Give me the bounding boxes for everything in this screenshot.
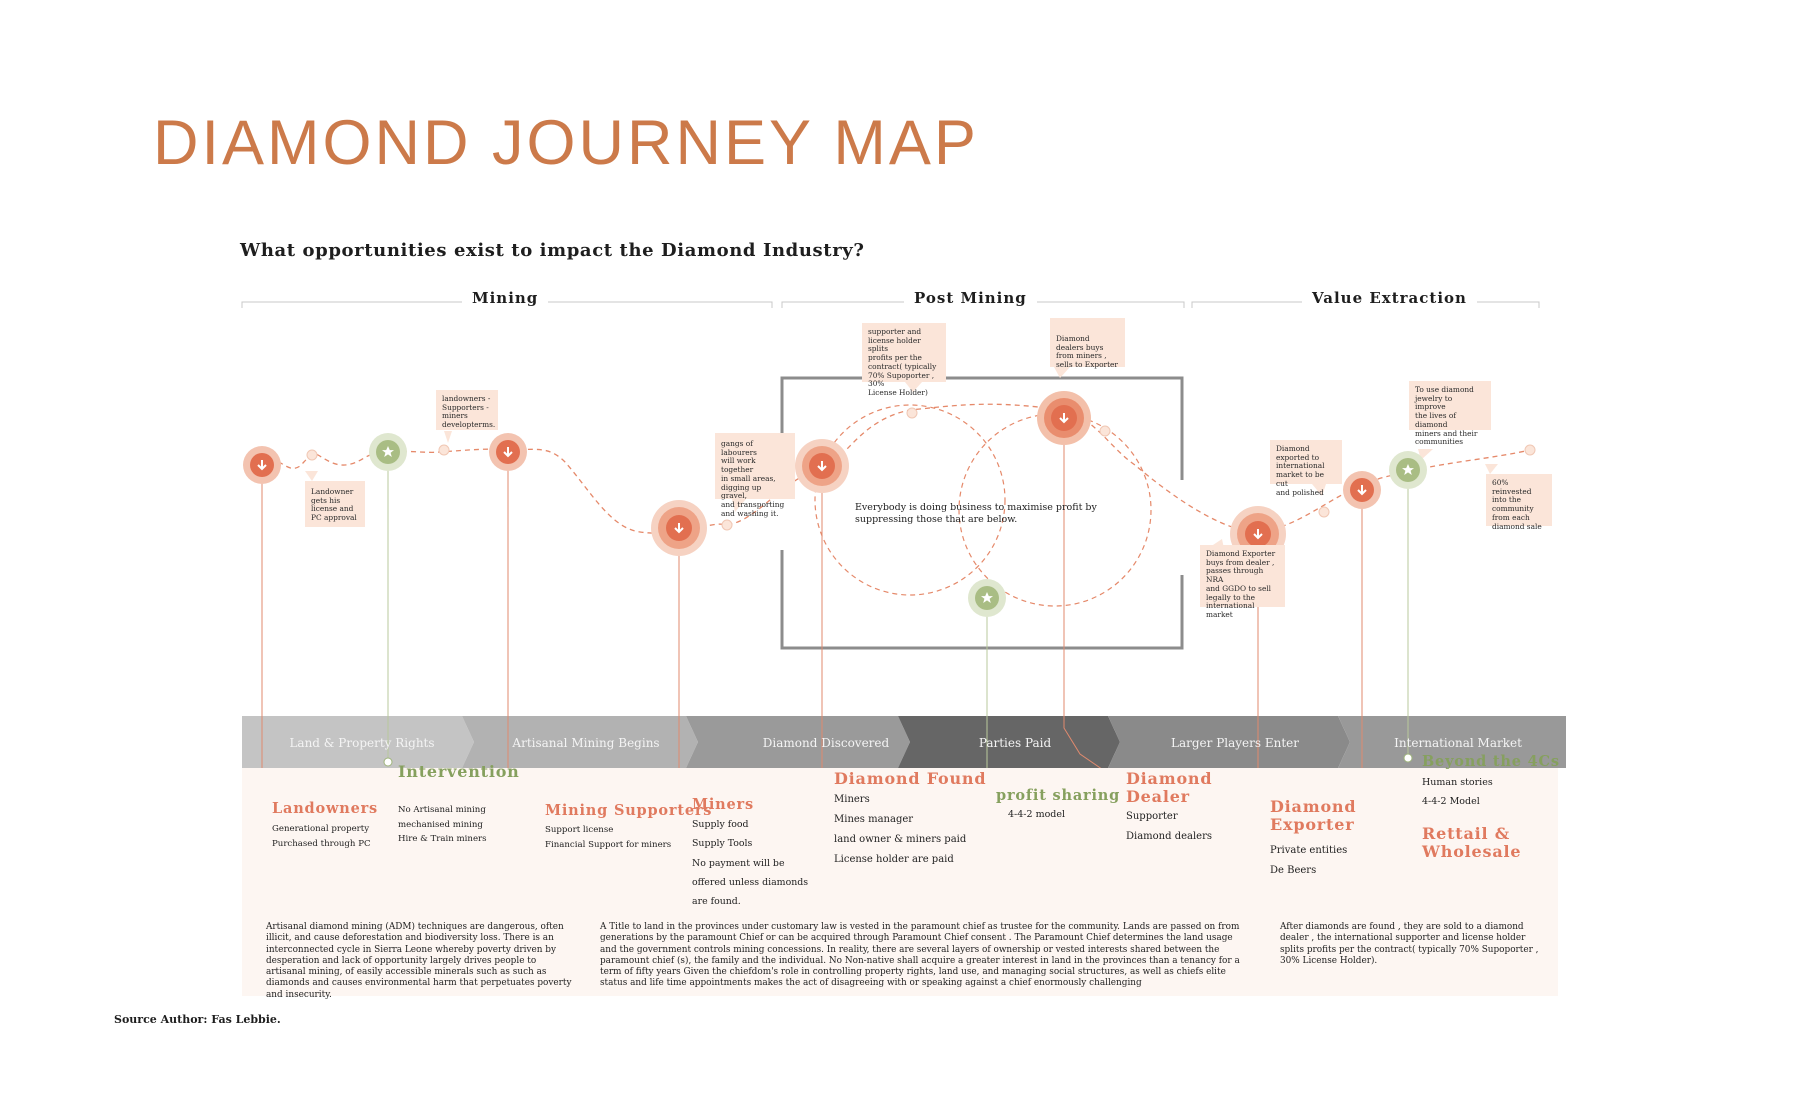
page-subtitle: What opportunities exist to impact the D…: [240, 240, 865, 261]
source-credit: Source Author: Fas Lebbie.: [114, 1013, 281, 1026]
section-label-mining: Mining: [462, 291, 549, 306]
actor-diamond-exporter-line1: Diamond: [1270, 797, 1357, 816]
paragraph-artisanal-mining: Artisanal diamond mining (ADM) technique…: [266, 922, 572, 1000]
actors-band: [242, 768, 1558, 996]
actor-retail-wholesale-line2: Wholesale: [1422, 842, 1522, 862]
stage-label-diamond-discovered: Diamond Discovered: [762, 736, 890, 750]
actor-diamond-dealer-line2: Dealer: [1126, 787, 1190, 807]
stage-label-land-property: Land & Property Rights: [289, 736, 435, 750]
paragraph-land-title: A Title to land in the provinces under c…: [600, 922, 1240, 989]
actor-diamond-dealer: Diamond Dealer: [1126, 769, 1213, 807]
actor-diamond-dealer-line1: Diamond: [1126, 769, 1213, 788]
actor-beyond-4cs: Beyond the 4Cs: [1422, 753, 1560, 770]
star-icon: [1389, 451, 1427, 489]
actor-diamond-exporter-line2: Exporter: [1270, 815, 1355, 835]
stage-chevron-6: [1338, 716, 1566, 768]
actor-mining-supporters: Mining Supporters: [545, 802, 713, 819]
arrow-down-icon: [795, 439, 849, 493]
stage-chevron-5: [1108, 716, 1350, 768]
actor-profit-sharing-items: 4-4-2 model: [1008, 809, 1066, 820]
arrow-down-icon: [1037, 391, 1091, 445]
arrow-down-icon: [489, 433, 527, 471]
actor-profit-sharing: profit sharing: [996, 787, 1121, 804]
actor-intervention: Intervention: [398, 762, 520, 781]
star-icon: [968, 579, 1006, 617]
arrow-down-icon: [243, 446, 281, 484]
page-title: DIAMOND JOURNEY MAP: [153, 108, 979, 178]
arrow-down-icon: [651, 500, 707, 556]
actor-retail-wholesale: Rettail & Wholesale: [1422, 824, 1522, 862]
actor-miners: Miners: [692, 796, 754, 813]
stage-label-artisanal-mining: Artisanal Mining Begins: [512, 736, 660, 750]
stage-label-parties-paid: Parties Paid: [978, 736, 1052, 750]
actor-retail-wholesale-line1: Rettail &: [1422, 824, 1510, 843]
stage-label-international-market: International Market: [1394, 736, 1522, 750]
arrow-down-icon: [1343, 471, 1381, 509]
center-statement: Everybody is doing business to maximise …: [855, 502, 1097, 526]
star-icon: [369, 433, 407, 471]
actor-diamond-found: Diamond Found: [834, 769, 987, 788]
stage-chevron-2: [462, 716, 698, 768]
stage-label-larger-players: Larger Players Enter: [1171, 736, 1299, 750]
section-label-value-extraction: Value Extraction: [1302, 291, 1477, 306]
paragraph-after-found: After diamonds are found , they are sold…: [1280, 922, 1539, 966]
section-label-post-mining: Post Mining: [904, 291, 1037, 306]
actor-diamond-exporter: Diamond Exporter: [1270, 797, 1357, 835]
stage-chevron-1: [242, 716, 474, 768]
post-mining-frame: [780, 376, 1184, 650]
stage-chevron-3: [686, 716, 910, 768]
actor-landowners: Landowners: [272, 800, 378, 817]
